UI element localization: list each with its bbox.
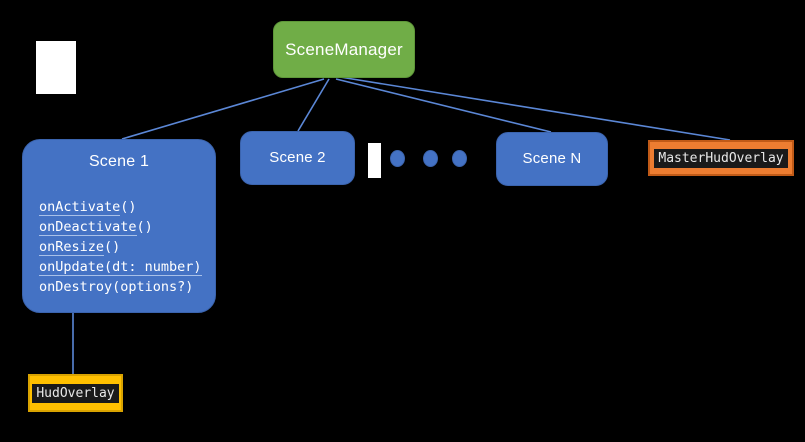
scene-2-label: Scene 2 — [269, 149, 326, 166]
node-scene-2[interactable]: Scene 2 — [240, 131, 355, 185]
method-onresize[interactable]: onResize() — [39, 239, 121, 256]
placeholder-rect-top-left — [36, 41, 76, 94]
node-scene-1[interactable]: Scene 1 onActivate() onDeactivate() onRe… — [22, 139, 216, 313]
ellipsis-dot-2 — [423, 150, 438, 167]
edge-scenemanager-masterhudoverlay — [339, 76, 731, 141]
placeholder-rect-middle — [368, 143, 381, 178]
ellipsis-dot-3 — [452, 150, 467, 167]
method-onactivate[interactable]: onActivate() — [39, 199, 137, 216]
scene-1-label: Scene 1 — [88, 153, 150, 170]
edge-scenemanager-scene2 — [297, 78, 330, 132]
scene-n-label: Scene N — [522, 150, 582, 167]
edge-scenemanager-scenen — [335, 78, 552, 133]
hudoverlay-label: HudOverlay — [32, 383, 119, 403]
ellipsis-dot-1 — [390, 150, 405, 167]
scene-1-method-list: onActivate() onDeactivate() onResize() o… — [39, 197, 215, 297]
scenemanager-label: SceneManager — [285, 39, 403, 59]
masterhudoverlay-label: MasterHudOverlay — [654, 148, 788, 168]
node-scenemanager[interactable]: SceneManager — [273, 21, 415, 78]
edge-scenemanager-scene1 — [121, 78, 325, 140]
node-scene-n[interactable]: Scene N — [496, 132, 608, 186]
method-ondestroy[interactable]: onDestroy(options?) — [39, 279, 194, 295]
method-ondeactivate[interactable]: onDeactivate() — [39, 219, 153, 236]
method-onupdate[interactable]: onUpdate(dt: number) — [39, 259, 202, 276]
node-masterhudoverlay[interactable]: MasterHudOverlay — [648, 140, 794, 176]
node-hudoverlay[interactable]: HudOverlay — [28, 374, 123, 412]
